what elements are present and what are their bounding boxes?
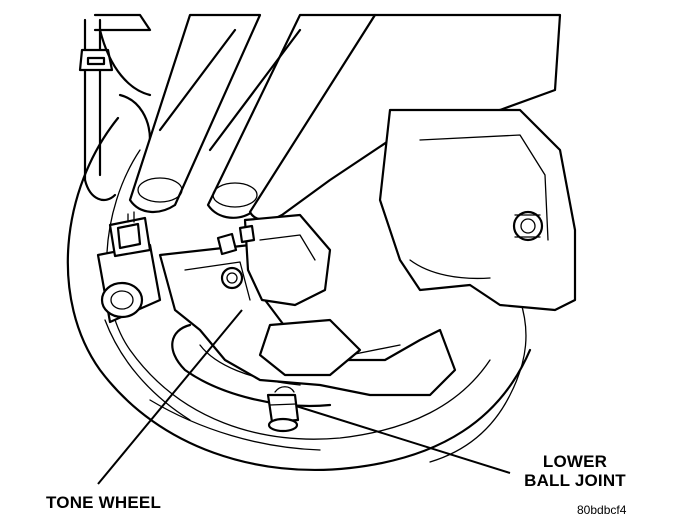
lower-ball-joint-stud	[266, 386, 300, 433]
lower-ball-joint-label-line1: LOWER	[542, 452, 608, 471]
lower-ball-joint-label-line2: BALL JOINT	[524, 471, 626, 490]
sway-bar-link	[78, 13, 152, 202]
tone-wheel-label: TONE WHEEL	[46, 493, 162, 512]
lower-ball-joint-leader	[295, 405, 511, 474]
tie-rod-end	[96, 211, 162, 324]
figure-id: 80bdbcf4	[577, 503, 627, 517]
knuckle-bolts	[216, 224, 256, 290]
frame-bracket	[378, 108, 577, 312]
tone-wheel-leader	[97, 309, 243, 485]
lower-ball-joint-label: LOWER BALL JOINT	[510, 452, 640, 490]
